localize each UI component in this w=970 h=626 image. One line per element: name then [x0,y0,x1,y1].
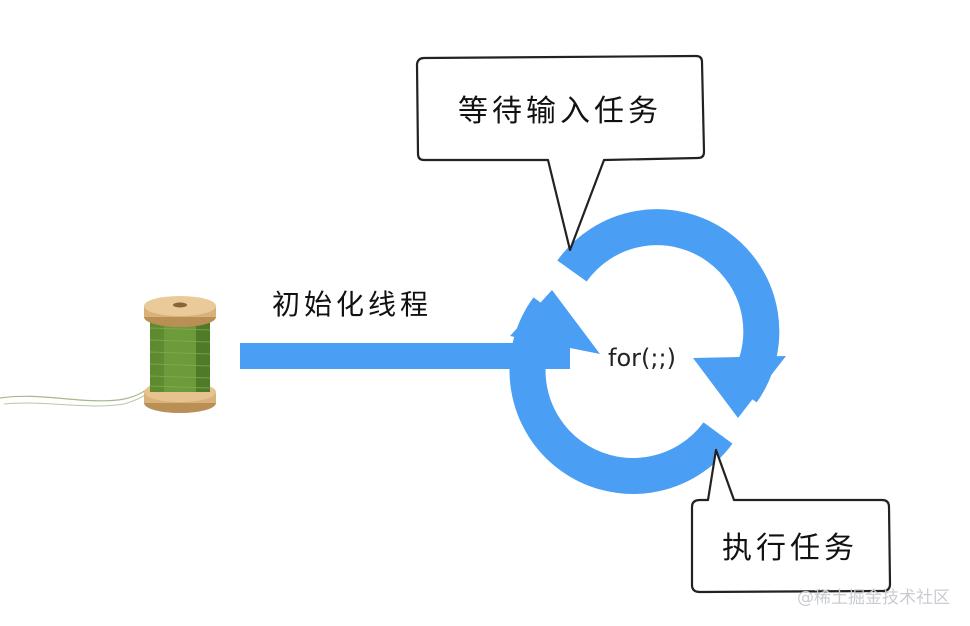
loop-label: for(;;) [608,344,676,372]
wait-task-label: 等待输入任务 [458,94,662,129]
wait-task-callout: 等待输入任务 [415,54,706,252]
execute-task-label: 执行任务 [722,531,858,566]
thread-spool-icon [0,296,216,413]
loop-cycle-arrows [509,209,786,494]
watermark: @稀土掘金技术社区 [797,588,950,608]
execute-task-callout: 执行任务 [690,448,892,594]
init-thread-label: 初始化线程 [272,288,432,321]
